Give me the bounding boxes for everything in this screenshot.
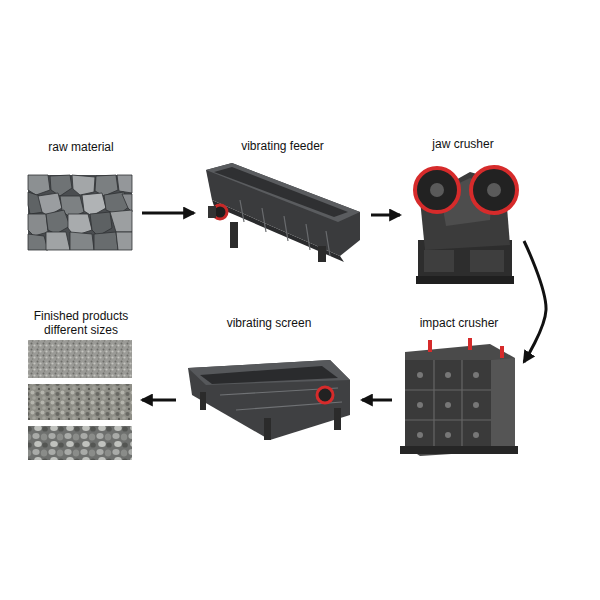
illustration-part: [317, 387, 333, 403]
illustration-part: [116, 232, 132, 250]
illustration-part: [206, 163, 360, 256]
illustration-part: [240, 200, 244, 222]
illustration-part: [306, 224, 310, 250]
illustration-part: [428, 340, 432, 352]
jaw-crusher-picture: [415, 167, 517, 284]
node-label: vibrating feeder: [198, 139, 367, 153]
illustration-part: [491, 358, 515, 450]
illustration-part: [430, 183, 444, 197]
illustration-part: [122, 194, 132, 212]
illustration-part: [487, 183, 501, 197]
illustration-part: [473, 372, 479, 378]
illustration-part: [405, 360, 491, 450]
illustration-part: [400, 446, 518, 454]
illustration-part: [230, 222, 238, 248]
equipment-node: Finished products different sizes: [24, 309, 138, 462]
illustration-part: [262, 208, 266, 232]
illustration-part: [405, 419, 491, 420]
illustration-part: [188, 360, 350, 385]
illustration-part: [28, 234, 48, 250]
illustration-part: [417, 402, 423, 408]
illustration-part: [334, 408, 341, 430]
equipment-node: impact crusher: [396, 316, 522, 458]
illustration-part: [28, 340, 132, 378]
illustration-part: [94, 232, 118, 250]
illustration-part: [445, 372, 451, 378]
flow-arrow: [371, 214, 400, 217]
illustration-part: [200, 392, 206, 410]
illustration-part: [206, 163, 360, 222]
illustration-part: [117, 175, 132, 193]
equipment-node: jaw crusher: [404, 137, 522, 288]
finished-gravel-samples: [28, 340, 132, 460]
illustration-part: [240, 200, 330, 256]
illustration-part: [46, 210, 70, 234]
illustration-part: [405, 360, 491, 450]
equipment-node: vibrating feeder: [198, 139, 367, 265]
illustration-part: [220, 388, 342, 410]
illustration-part: [473, 402, 479, 408]
illustration-part: [433, 360, 434, 450]
illustration-part: [208, 206, 216, 218]
vibrating-screen-picture: [188, 360, 350, 440]
node-label: Finished products different sizes: [24, 309, 138, 337]
equipment-node: vibrating screen: [180, 316, 358, 444]
illustration-part: [284, 216, 288, 241]
flow-arrow: [142, 212, 194, 215]
illustration-part: [318, 246, 326, 262]
illustration-part: [471, 167, 517, 213]
illustration-part: [473, 432, 479, 438]
vibrating-feeder-picture: [206, 163, 360, 262]
flow-arrow: [142, 399, 176, 402]
node-label: vibrating screen: [180, 316, 358, 330]
illustration-part: [417, 372, 423, 378]
flow-arrow: [362, 399, 392, 402]
raw-rock-picture: [28, 175, 132, 250]
illustration-part: [461, 360, 462, 450]
illustration-part: [188, 360, 350, 440]
illustration-part: [72, 175, 95, 195]
equipment-node: raw material: [24, 140, 138, 252]
node-label: impact crusher: [396, 316, 522, 330]
illustration-part: [70, 232, 94, 250]
illustration-part: [416, 276, 514, 284]
illustration-part: [326, 231, 330, 256]
illustration-part: [445, 402, 451, 408]
illustration-part: [445, 432, 451, 438]
illustration-part: [110, 210, 132, 232]
illustration-part: [405, 389, 491, 390]
illustration-part: [417, 432, 423, 438]
illustration-part: [417, 372, 479, 438]
illustration-part: [264, 418, 271, 440]
illustration-part: [95, 175, 118, 196]
illustration-part: [500, 346, 504, 358]
illustration-part: [415, 168, 459, 212]
illustration-part: [200, 366, 338, 384]
illustration-part: [424, 250, 454, 272]
node-label: raw material: [24, 140, 138, 154]
illustration-part: [28, 175, 50, 195]
node-label: jaw crusher: [404, 137, 522, 151]
illustration-part: [405, 344, 515, 456]
illustration-part: [28, 175, 132, 250]
illustration-part: [50, 175, 72, 196]
illustration-part: [470, 250, 504, 272]
flow-arrow: [524, 241, 546, 362]
illustration-part: [28, 214, 48, 236]
illustration-part: [28, 384, 132, 420]
illustration-part: [46, 232, 70, 250]
illustration-part: [468, 338, 472, 350]
impact-crusher-picture: [400, 338, 518, 456]
illustration-part: [214, 167, 348, 217]
illustration-part: [28, 426, 132, 460]
